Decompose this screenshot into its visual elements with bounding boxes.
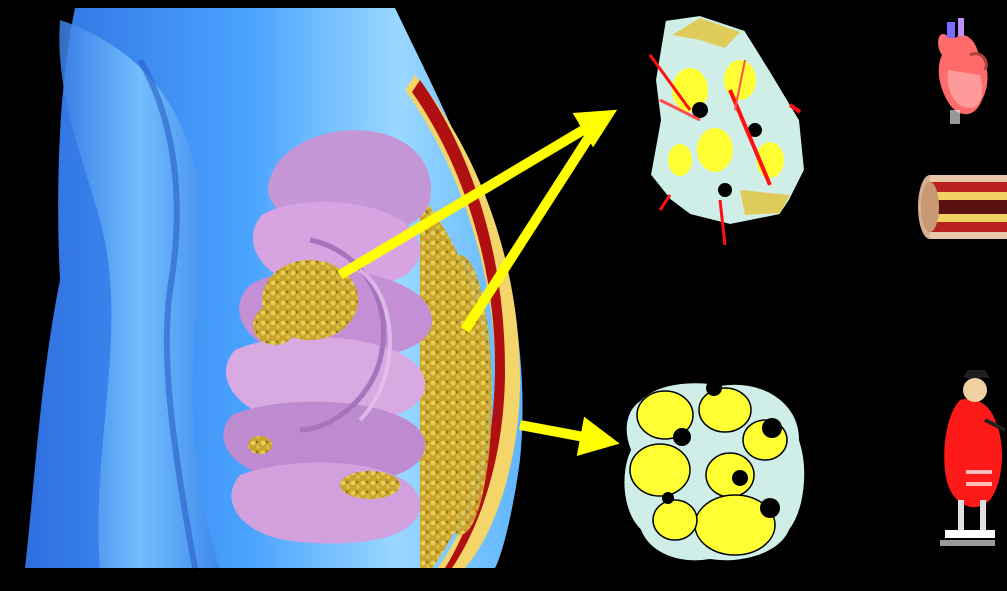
healthy-adipocytes bbox=[623, 380, 805, 561]
artery-section-icon bbox=[918, 175, 1007, 239]
cartoon-figure-icon bbox=[940, 370, 1005, 546]
inflamed-adipocytes bbox=[650, 15, 805, 245]
heart-icon bbox=[938, 18, 987, 124]
figure-caption bbox=[610, 575, 1005, 589]
subcutaneous-lower-arrow bbox=[520, 425, 600, 440]
